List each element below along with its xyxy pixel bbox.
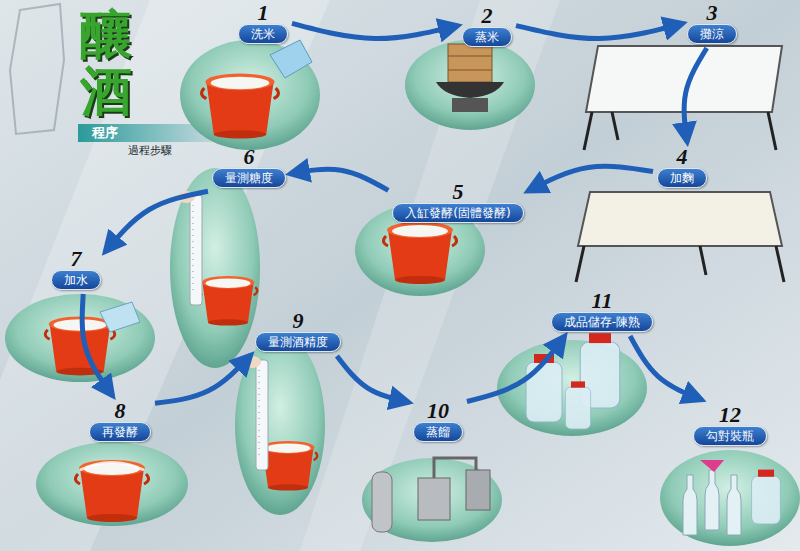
note: 過程步驟 <box>128 143 172 158</box>
step-node: 5入缸發酵(固體發酵) <box>392 181 523 223</box>
flow-arrow <box>684 48 707 142</box>
step-number: 4 <box>677 146 688 168</box>
subtitle: 程序 <box>92 124 118 142</box>
step-number: 7 <box>71 248 82 270</box>
flow-arrow <box>528 166 653 191</box>
step-node: 7加水 <box>51 248 101 290</box>
step-number: 6 <box>244 146 255 168</box>
step-label: 蒸餾 <box>413 422 463 442</box>
flow-arrow <box>516 23 683 38</box>
step-node: 6量測糖度 <box>212 146 286 188</box>
step-number: 8 <box>115 400 126 422</box>
step-label: 量測酒精度 <box>255 332 341 352</box>
step-label: 蒸米 <box>462 27 512 47</box>
step-number: 12 <box>719 404 741 426</box>
step-number: 2 <box>482 5 493 27</box>
step-number: 10 <box>427 400 449 422</box>
step-node: 11成品儲存-陳熟 <box>551 290 653 332</box>
flow-arrow <box>105 191 208 252</box>
step-label: 勾對裝瓶 <box>693 426 767 446</box>
step-node: 10蒸餾 <box>413 400 463 442</box>
flow-arrow <box>290 169 388 190</box>
step-label: 入缸發酵(固體發酵) <box>392 203 523 223</box>
step-node: 8再發酵 <box>89 400 151 442</box>
step-label: 成品儲存-陳熟 <box>551 312 653 332</box>
step-number: 11 <box>592 290 613 312</box>
step-node: 1洗米 <box>238 2 288 44</box>
flow-arrow <box>292 23 458 38</box>
flow-arrow <box>82 294 113 396</box>
step-number: 9 <box>293 310 304 332</box>
step-node: 4加麴 <box>657 146 707 188</box>
step-label: 量測糖度 <box>212 168 286 188</box>
step-label: 加麴 <box>657 168 707 188</box>
step-label: 再發酵 <box>89 422 151 442</box>
step-label: 洗米 <box>238 24 288 44</box>
flow-arrow <box>337 356 409 402</box>
step-node: 3攤涼 <box>687 2 737 44</box>
flow-arrow <box>467 336 565 402</box>
step-node: 12勾對裝瓶 <box>693 404 767 446</box>
step-node: 2蒸米 <box>462 5 512 47</box>
flow-arrow <box>630 336 702 400</box>
step-node: 9量測酒精度 <box>255 310 341 352</box>
step-label: 加水 <box>51 270 101 290</box>
step-number: 3 <box>707 2 718 24</box>
step-number: 1 <box>258 2 269 24</box>
step-number: 5 <box>453 181 464 203</box>
step-label: 攤涼 <box>687 24 737 44</box>
flow-arrow <box>155 355 251 404</box>
title: 釀酒 <box>80 6 132 120</box>
